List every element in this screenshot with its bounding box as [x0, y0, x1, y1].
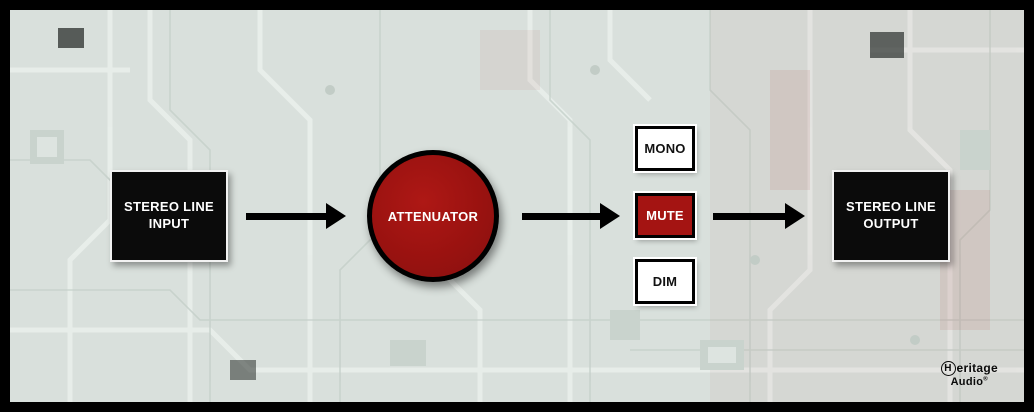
arrow-shaft	[246, 212, 326, 220]
arrow-head-icon	[600, 203, 620, 229]
mono-button-box: MONO	[635, 126, 695, 171]
arrow-shaft	[522, 212, 600, 220]
dim-button-box: DIM	[635, 259, 695, 304]
flow-arrow-input-to-attenuator	[246, 203, 346, 229]
mute-button-box: MUTE	[635, 193, 695, 238]
dim-label: DIM	[652, 274, 678, 289]
heritage-audio-logo: H eritage Audio®	[940, 360, 998, 388]
logo-word-heritage: H eritage	[940, 360, 998, 376]
attenuator-label: ATTENUATOR	[387, 208, 479, 224]
flow-arrow-attenuator-to-controls	[522, 203, 620, 229]
attenuator-node: ATTENUATOR	[367, 150, 499, 282]
stereo-line-input-box: STEREO LINE INPUT	[110, 170, 228, 262]
stereo-line-input-label: STEREO LINE INPUT	[124, 199, 214, 231]
logo-word-eritage: eritage	[956, 360, 998, 375]
arrow-head-icon	[785, 203, 805, 229]
mute-label: MUTE	[646, 208, 684, 223]
logo-audio-text: Audio	[950, 375, 984, 388]
diagram-content: STEREO LINE INPUT ATTENUATOR MONO MUTE D…	[10, 10, 1024, 402]
arrow-shaft	[713, 212, 785, 220]
logo-h-circle-icon: H	[940, 360, 956, 376]
stereo-line-output-label: STEREO LINE OUTPUT	[846, 199, 936, 231]
arrow-head-icon	[326, 203, 346, 229]
logo-word-audio: Audio®	[941, 376, 998, 388]
mono-label: MONO	[644, 141, 686, 156]
flow-arrow-controls-to-output	[713, 203, 805, 229]
stereo-line-output-box: STEREO LINE OUTPUT	[832, 170, 950, 262]
registered-trademark-icon: ®	[983, 376, 988, 383]
